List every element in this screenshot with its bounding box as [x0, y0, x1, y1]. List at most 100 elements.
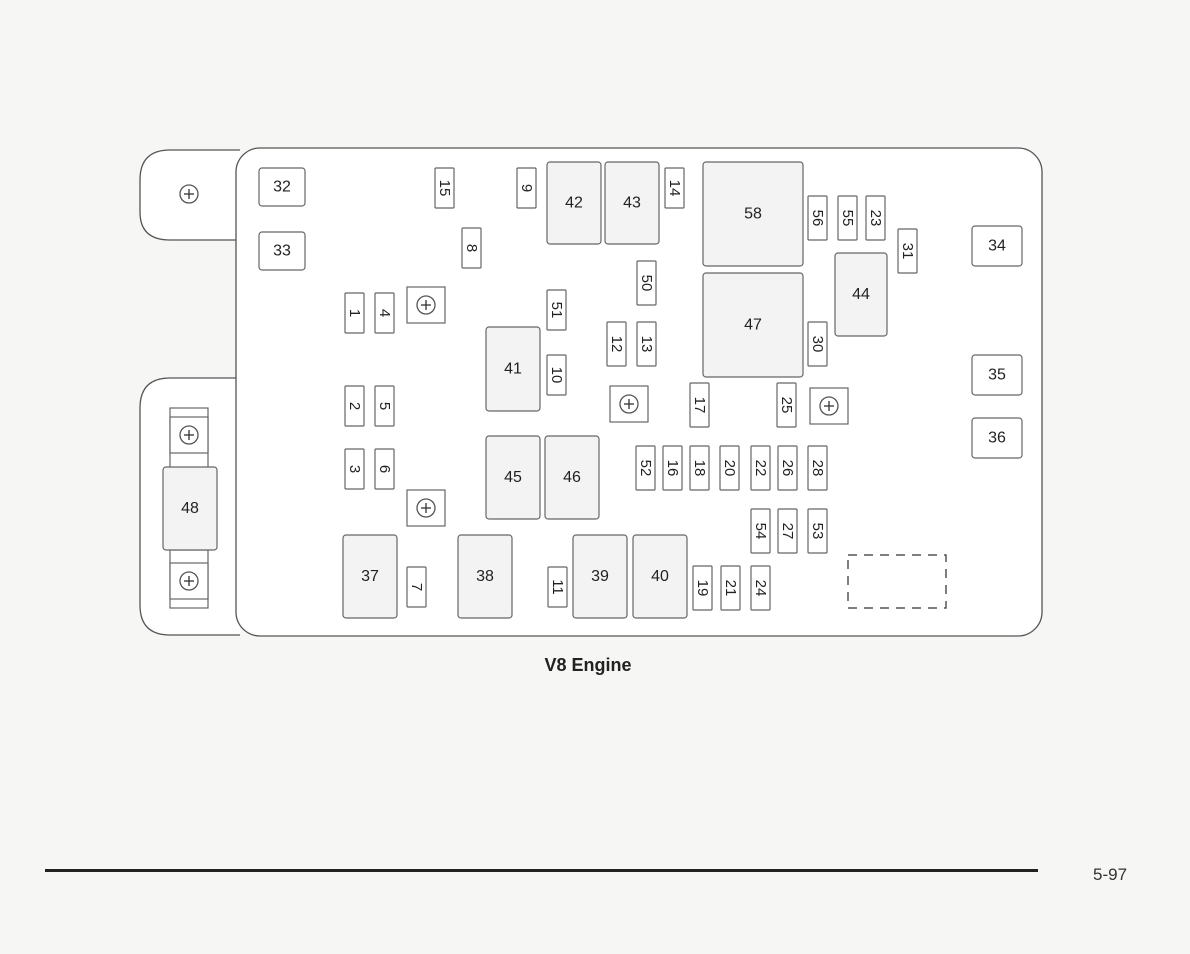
component-outline [807, 195, 828, 241]
component-label: 17 [691, 397, 708, 414]
component-label: 12 [608, 336, 625, 353]
component-outline [777, 445, 798, 491]
component-outline [971, 417, 1023, 459]
fuse-19: 19 [692, 565, 713, 611]
component-label: 34 [988, 238, 1006, 255]
component-outline [865, 195, 886, 241]
component-label: 52 [637, 460, 654, 477]
fuse-13: 13 [636, 321, 657, 367]
relay-44: 44 [834, 252, 888, 337]
fuse-27: 27 [777, 508, 798, 554]
component-outline [485, 326, 541, 412]
relay-38: 38 [457, 534, 513, 619]
fuse-22: 22 [750, 445, 771, 491]
relay-45: 45 [485, 435, 541, 520]
component-label: 10 [548, 367, 565, 384]
component-label: 42 [565, 195, 583, 212]
component-outline [258, 231, 306, 271]
component-label: 40 [651, 568, 669, 585]
relay-39: 39 [572, 534, 628, 619]
component-label: 31 [899, 243, 916, 260]
fuse-25: 25 [776, 382, 797, 428]
component-outline [971, 225, 1023, 267]
plus-circle-icon [406, 286, 446, 324]
fuse-20: 20 [719, 445, 740, 491]
component-outline [702, 161, 804, 267]
fuse-26: 26 [777, 445, 798, 491]
fuse-12: 12 [606, 321, 627, 367]
fuse-5: 5 [374, 385, 395, 427]
fuse-30: 30 [807, 321, 828, 367]
fuse-56: 56 [807, 195, 828, 241]
component-label: 27 [779, 523, 796, 540]
fuse-53: 53 [807, 508, 828, 554]
component-outline [546, 289, 567, 331]
component-outline [777, 508, 798, 554]
component-outline [664, 167, 685, 209]
component-label: 33 [273, 243, 291, 260]
component-outline [374, 385, 395, 427]
fuse-3: 3 [344, 448, 365, 490]
component-outline [374, 448, 395, 490]
component-label: 51 [548, 302, 565, 319]
component-label: 45 [504, 469, 522, 486]
plus-circle-icon [169, 416, 209, 454]
fuse-7: 7 [406, 566, 427, 608]
component-outline [342, 534, 398, 619]
fuse-15: 15 [434, 167, 455, 209]
component-outline [837, 195, 858, 241]
component-label: 30 [809, 336, 826, 353]
component-label: 41 [504, 361, 522, 378]
plus-circle-icon [169, 562, 209, 600]
component-outline [632, 534, 688, 619]
component-outline [162, 466, 218, 551]
relay-48: 48 [162, 466, 218, 551]
plus-circle-icon [809, 387, 849, 425]
component-label: 3 [346, 465, 363, 473]
component-outline [750, 508, 771, 554]
relay-47: 47 [702, 272, 804, 378]
fuse-16: 16 [662, 445, 683, 491]
relay-40: 40 [632, 534, 688, 619]
component-outline [750, 565, 771, 611]
relay-42: 42 [546, 161, 602, 245]
component-label: 58 [744, 206, 762, 223]
component-label: 38 [476, 568, 494, 585]
component-label: 37 [361, 568, 379, 585]
fuse-55: 55 [837, 195, 858, 241]
component-outline [807, 321, 828, 367]
relay-46: 46 [544, 435, 600, 520]
component-label: 14 [666, 180, 683, 197]
plus-circle-icon [609, 385, 649, 423]
component-label: 26 [779, 460, 796, 477]
component-label: 21 [722, 580, 739, 597]
component-label: 48 [181, 500, 199, 517]
component-outline [692, 565, 713, 611]
component-label: 11 [549, 579, 566, 595]
component-outline [606, 321, 627, 367]
fuse-4: 4 [374, 292, 395, 334]
component-label: 15 [436, 180, 453, 197]
component-label: 44 [852, 286, 870, 303]
component-label: 47 [744, 317, 762, 334]
component-label: 28 [809, 460, 826, 477]
component-outline [807, 508, 828, 554]
fuse-14: 14 [664, 167, 685, 209]
page-number: 5-97 [1093, 865, 1128, 884]
component-label: 32 [273, 179, 291, 196]
fuse-21: 21 [720, 565, 741, 611]
component-label: 23 [867, 210, 884, 227]
component-outline [406, 566, 427, 608]
relay-41: 41 [485, 326, 541, 412]
component-outline [689, 382, 710, 428]
component-outline [516, 167, 537, 209]
component-label: 35 [988, 367, 1006, 384]
fuse-54: 54 [750, 508, 771, 554]
component-outline [897, 228, 918, 274]
component-label: 4 [376, 309, 393, 317]
component-outline [344, 292, 365, 334]
relay-36: 36 [971, 417, 1023, 459]
diagram-caption: V8 Engine [544, 655, 632, 675]
fuse-2: 2 [344, 385, 365, 427]
